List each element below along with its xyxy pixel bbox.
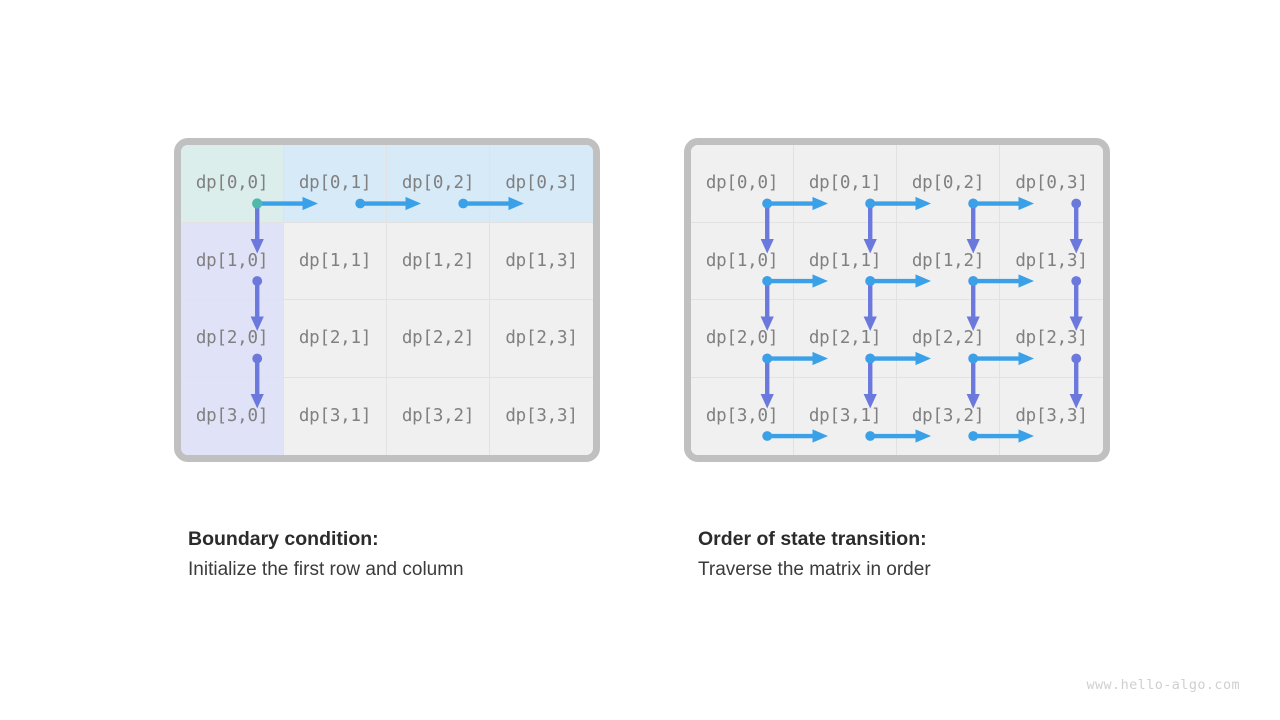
dp-cell-2-1: dp[2,1] — [284, 300, 387, 378]
dp-cell-1-1: dp[1,1] — [794, 222, 897, 300]
caption-title-boundary: Boundary condition: — [188, 528, 379, 550]
caption-boundary-condition: Boundary condition: Initialize the first… — [188, 528, 668, 581]
dp-cell-label: dp[1,1] — [808, 250, 882, 271]
dp-cell-label: dp[1,2] — [911, 250, 985, 271]
dp-cell-label: dp[3,2] — [401, 406, 475, 427]
dp-cell-0-0: dp[0,0] — [181, 145, 284, 223]
dp-cell-2-0: dp[2,0] — [691, 300, 794, 378]
dp-cell-label: dp[1,2] — [401, 250, 475, 271]
dp-cell-3-0: dp[3,0] — [691, 377, 794, 455]
dp-cell-3-1: dp[3,1] — [284, 377, 387, 455]
dp-cell-label: dp[2,2] — [911, 328, 985, 349]
dp-cell-label: dp[0,2] — [401, 173, 475, 194]
dp-cell-2-2: dp[2,2] — [387, 300, 490, 378]
dp-cell-label: dp[0,3] — [505, 173, 578, 194]
dp-cell-3-2: dp[3,2] — [897, 377, 1000, 455]
caption-title-order: Order of state transition: — [698, 528, 927, 550]
dp-cell-3-2: dp[3,2] — [387, 377, 490, 455]
watermark-url: www.hello-algo.com — [1086, 677, 1240, 693]
dp-cell-label: dp[2,1] — [298, 328, 372, 349]
dp-cell-label: dp[3,3] — [505, 406, 578, 427]
dp-cell-label: dp[0,3] — [1015, 173, 1088, 194]
dp-cell-label: dp[2,3] — [505, 328, 578, 349]
dp-cell-label: dp[1,0] — [195, 250, 269, 271]
dp-cell-1-2: dp[1,2] — [897, 222, 1000, 300]
dp-cell-label: dp[2,0] — [705, 328, 779, 349]
dp-cell-label: dp[0,2] — [911, 173, 985, 194]
dp-cell-label: dp[3,0] — [195, 406, 269, 427]
dp-cell-label: dp[3,3] — [1015, 406, 1088, 427]
dp-cell-1-0: dp[1,0] — [691, 222, 794, 300]
dp-cell-1-3: dp[1,3] — [490, 222, 593, 300]
dp-cell-label: dp[2,0] — [195, 328, 269, 349]
dp-cell-label: dp[3,1] — [808, 406, 882, 427]
dp-cell-0-2: dp[0,2] — [897, 145, 1000, 223]
dp-cell-label: dp[3,0] — [705, 406, 779, 427]
dp-cell-label: dp[1,3] — [505, 250, 578, 271]
dp-cell-label: dp[0,0] — [195, 173, 269, 194]
dp-cell-3-3: dp[3,3] — [490, 377, 593, 455]
dp-cell-label: dp[3,2] — [911, 406, 985, 427]
dp-cell-2-3: dp[2,3] — [1000, 300, 1103, 378]
diagram-panel-state-transition-order: dp[0,0] dp[0,1] dp[0,2] dp[0,3] dp[1,0] dp[1,… — [684, 138, 1110, 462]
caption-body-boundary: Initialize the first row and column — [188, 559, 464, 581]
dp-cell-label: dp[0,1] — [808, 173, 882, 194]
dp-cell-label: dp[2,3] — [1015, 328, 1088, 349]
dp-cell-label: dp[1,3] — [1015, 250, 1088, 271]
dp-cell-label: dp[0,0] — [705, 173, 779, 194]
dp-cell-label: dp[3,1] — [298, 406, 372, 427]
dp-cell-3-0: dp[3,0] — [181, 377, 284, 455]
dp-grid-order: dp[0,0] dp[0,1] dp[0,2] dp[0,3] dp[1,0] dp[1,… — [691, 145, 1103, 455]
dp-cell-0-1: dp[0,1] — [284, 145, 387, 223]
dp-cell-label: dp[1,1] — [298, 250, 372, 271]
dp-cell-2-0: dp[2,0] — [181, 300, 284, 378]
dp-cell-0-0: dp[0,0] — [691, 145, 794, 223]
dp-cell-label: dp[2,2] — [401, 328, 475, 349]
dp-cell-0-1: dp[0,1] — [794, 145, 897, 223]
caption-state-transition-order: Order of state transition: Traverse the … — [698, 528, 1178, 581]
caption-body-order: Traverse the matrix in order — [698, 559, 931, 581]
dp-cell-3-3: dp[3,3] — [1000, 377, 1103, 455]
dp-cell-label: dp[0,1] — [298, 173, 372, 194]
dp-cell-2-2: dp[2,2] — [897, 300, 1000, 378]
dp-cell-label: dp[2,1] — [808, 328, 882, 349]
dp-cell-1-3: dp[1,3] — [1000, 222, 1103, 300]
diagram-panel-boundary-condition: dp[0,0] dp[0,1] dp[0,2] dp[0,3] dp[1,0] dp[1,… — [174, 138, 600, 462]
dp-cell-1-2: dp[1,2] — [387, 222, 490, 300]
dp-cell-3-1: dp[3,1] — [794, 377, 897, 455]
dp-grid-boundary: dp[0,0] dp[0,1] dp[0,2] dp[0,3] dp[1,0] dp[1,… — [181, 145, 593, 455]
dp-cell-1-1: dp[1,1] — [284, 222, 387, 300]
dp-cell-2-3: dp[2,3] — [490, 300, 593, 378]
dp-cell-0-2: dp[0,2] — [387, 145, 490, 223]
dp-cell-1-0: dp[1,0] — [181, 222, 284, 300]
dp-cell-0-3: dp[0,3] — [1000, 145, 1103, 223]
dp-cell-label: dp[1,0] — [705, 250, 779, 271]
dp-cell-0-3: dp[0,3] — [490, 145, 593, 223]
dp-cell-2-1: dp[2,1] — [794, 300, 897, 378]
